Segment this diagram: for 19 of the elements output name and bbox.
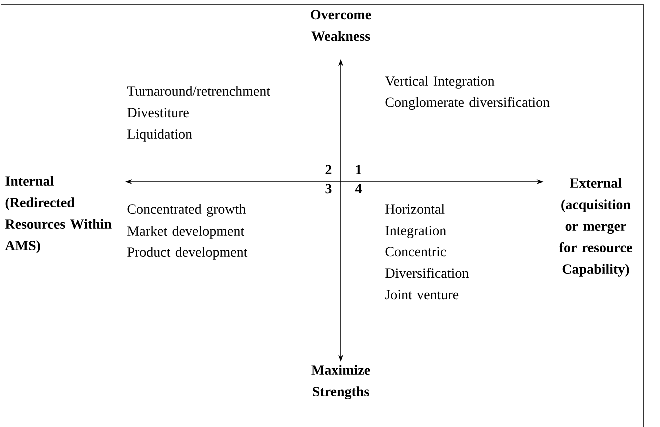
strategy-item: Vertical Integration bbox=[385, 76, 495, 89]
strategy-item: Liquidation bbox=[128, 129, 192, 142]
axis-label: Internal (Redirected Resources Within AMS) bbox=[5, 176, 112, 254]
strategy-item: Turnaround/retrenchment bbox=[127, 86, 270, 96]
quadrant-number: 1 bbox=[356, 165, 362, 174]
strategy-item: Product development bbox=[128, 247, 248, 260]
strategy-item: Concentrated growth bbox=[128, 204, 246, 217]
axis-label: Maximize Strengths bbox=[312, 365, 370, 400]
strategy-item: Market development bbox=[128, 226, 245, 239]
strategy-item: Joint venture bbox=[386, 290, 459, 300]
quadrant-number: 2 bbox=[326, 165, 332, 174]
axis-label: Overcome Weakness bbox=[311, 10, 372, 42]
axis-label: External (acquisition or merger for resource Capability) bbox=[559, 178, 632, 277]
quadrant-number: 4 bbox=[355, 184, 362, 194]
strategy-item: Horizontal Integration bbox=[386, 204, 446, 238]
strategy-item: Conglomerate diversification bbox=[386, 97, 550, 110]
strategy-item: Concentric Diversification bbox=[386, 247, 469, 278]
quadrant-number: 3 bbox=[326, 184, 332, 194]
strategy-item: Divestiture bbox=[128, 108, 189, 118]
